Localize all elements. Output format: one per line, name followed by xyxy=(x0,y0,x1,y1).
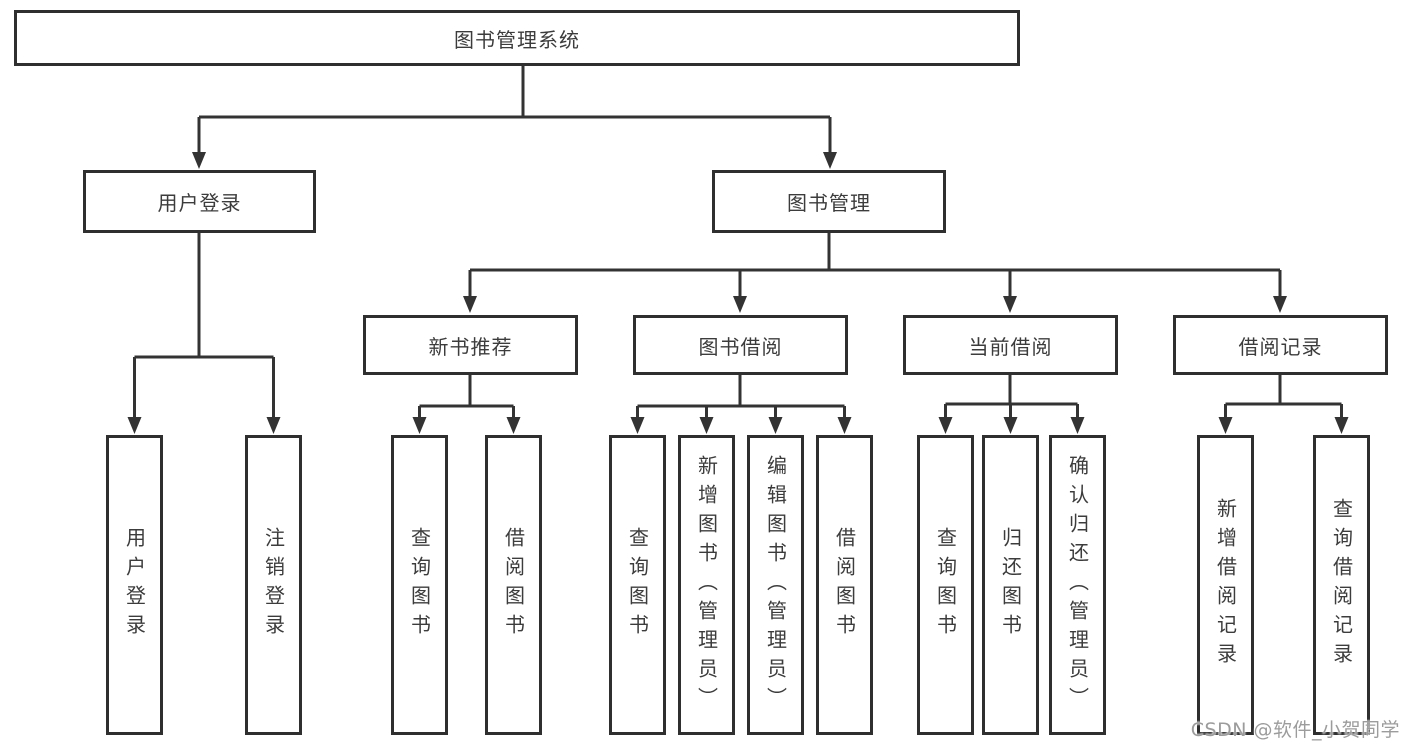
connector-lines xyxy=(133,65,1343,420)
node-label: 查询图书 xyxy=(407,527,432,643)
leaf-query-borrow-record: 查询借阅记录 xyxy=(1313,435,1370,735)
node-label: 编辑图书（管理员） xyxy=(763,454,788,716)
node-label: 图书管理系统 xyxy=(454,27,580,52)
node-label: 查询借阅记录 xyxy=(1329,498,1354,672)
node-label: 借阅图书 xyxy=(832,527,857,643)
node-label: 用户登录 xyxy=(122,527,147,643)
node-label: 用户登录 xyxy=(157,191,242,215)
node-label: 归还图书 xyxy=(998,527,1023,643)
node-label: 图书管理 xyxy=(787,191,871,215)
node-root: 图书管理系统 xyxy=(14,10,1020,66)
node-label: 新增图书（管理员） xyxy=(694,454,719,716)
node-label: 新增借阅记录 xyxy=(1213,498,1238,672)
leaf-user-login: 用户登录 xyxy=(106,435,163,735)
leaf-add-books-admin: 新增图书（管理员） xyxy=(678,435,735,735)
leaf-borrow-books: 借阅图书 xyxy=(816,435,873,735)
leaf-logout: 注销登录 xyxy=(245,435,302,735)
node-label: 注销登录 xyxy=(261,527,286,643)
node-label: 借阅记录 xyxy=(1238,334,1323,359)
node-label: 当前借阅 xyxy=(968,334,1053,359)
leaf-edit-books-admin: 编辑图书（管理员） xyxy=(747,435,804,735)
leaf-query-books-borrow: 查询图书 xyxy=(609,435,666,735)
watermark: CSDN @软件_小贺同学 xyxy=(1190,719,1400,741)
node-label: 确认归还（管理员） xyxy=(1065,454,1090,716)
leaf-query-books-current: 查询图书 xyxy=(917,435,974,735)
node-book-management: 图书管理 xyxy=(712,170,946,233)
leaf-borrow-books-recommend: 借阅图书 xyxy=(485,435,542,735)
node-label: 借阅图书 xyxy=(501,527,526,643)
node-borrow-records: 借阅记录 xyxy=(1173,315,1388,375)
node-book-borrow: 图书借阅 xyxy=(633,315,848,375)
node-user-login: 用户登录 xyxy=(83,170,316,233)
node-label: 新书推荐 xyxy=(428,334,513,359)
leaf-return-books: 归还图书 xyxy=(982,435,1039,735)
node-current-borrow: 当前借阅 xyxy=(903,315,1118,375)
node-label: 查询图书 xyxy=(933,527,958,643)
node-new-book-recommend: 新书推荐 xyxy=(363,315,578,375)
leaf-query-books-recommend: 查询图书 xyxy=(391,435,448,735)
leaf-add-borrow-record: 新增借阅记录 xyxy=(1197,435,1254,735)
node-label: 查询图书 xyxy=(625,527,650,643)
leaf-confirm-return-admin: 确认归还（管理员） xyxy=(1049,435,1106,735)
node-label: 图书借阅 xyxy=(698,334,783,359)
